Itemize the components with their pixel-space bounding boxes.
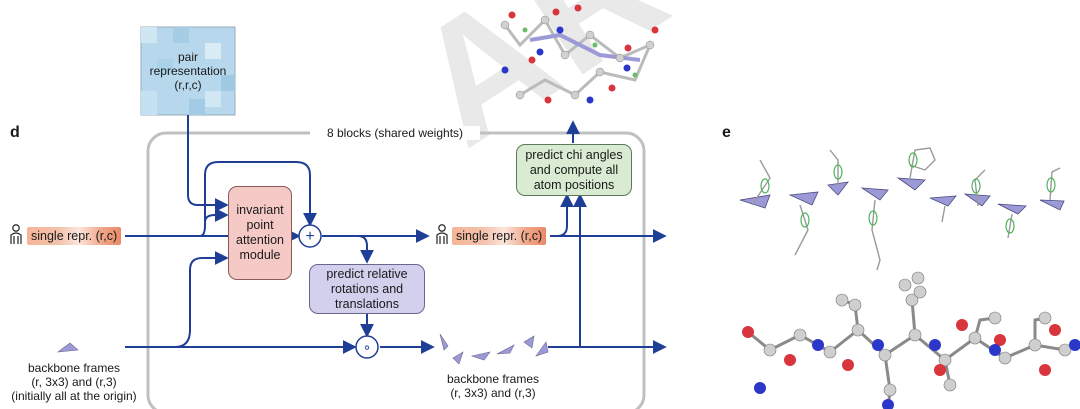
predict-chi-box: predict chi angles and compute all atom … — [516, 144, 632, 196]
compose-node — [355, 335, 379, 359]
arrow-residual-loop — [204, 161, 317, 227]
backbone-frame-icon — [56, 342, 79, 353]
protein-structure-icon — [500, 4, 659, 104]
arrow-backbone-to-ipa — [174, 251, 229, 348]
plus-symbol: + — [305, 228, 314, 245]
backbone-frames-out-icon — [439, 333, 549, 365]
ipa-module: invariant point attention module — [228, 186, 292, 280]
person-icon — [10, 224, 22, 244]
predict-rt-box: predict relative rotations and translati… — [309, 264, 425, 314]
arrow-pair-to-ipa — [187, 115, 229, 212]
arrow-single-to-chi — [556, 193, 574, 237]
plus-node — [298, 224, 322, 248]
full-atom-structure-icon — [742, 271, 1080, 409]
panel-label-d: d — [10, 124, 20, 141]
blocks-label: 8 blocks (shared weights) — [310, 126, 480, 140]
person-icon — [436, 224, 448, 244]
arrow-single-branch-ipa — [199, 208, 229, 237]
panel-label-e: e — [722, 124, 731, 141]
compose-symbol: ∘ — [363, 339, 372, 355]
pair-representation-label: pair representation (r,r,c) — [149, 50, 227, 92]
single-repr-input: single repr. (r,c) — [27, 227, 122, 245]
single-repr-output: single repr. (r,c) — [452, 227, 547, 245]
backbone-frames-input-label: backbone frames (r, 3x3) and (r,3) (init… — [11, 361, 137, 403]
arrow-to-predict-rt — [357, 235, 374, 264]
backbone-frames-output-label: backbone frames (r, 3x3) and (r,3) — [446, 372, 540, 400]
frames-sidechains-icon — [739, 147, 1065, 271]
